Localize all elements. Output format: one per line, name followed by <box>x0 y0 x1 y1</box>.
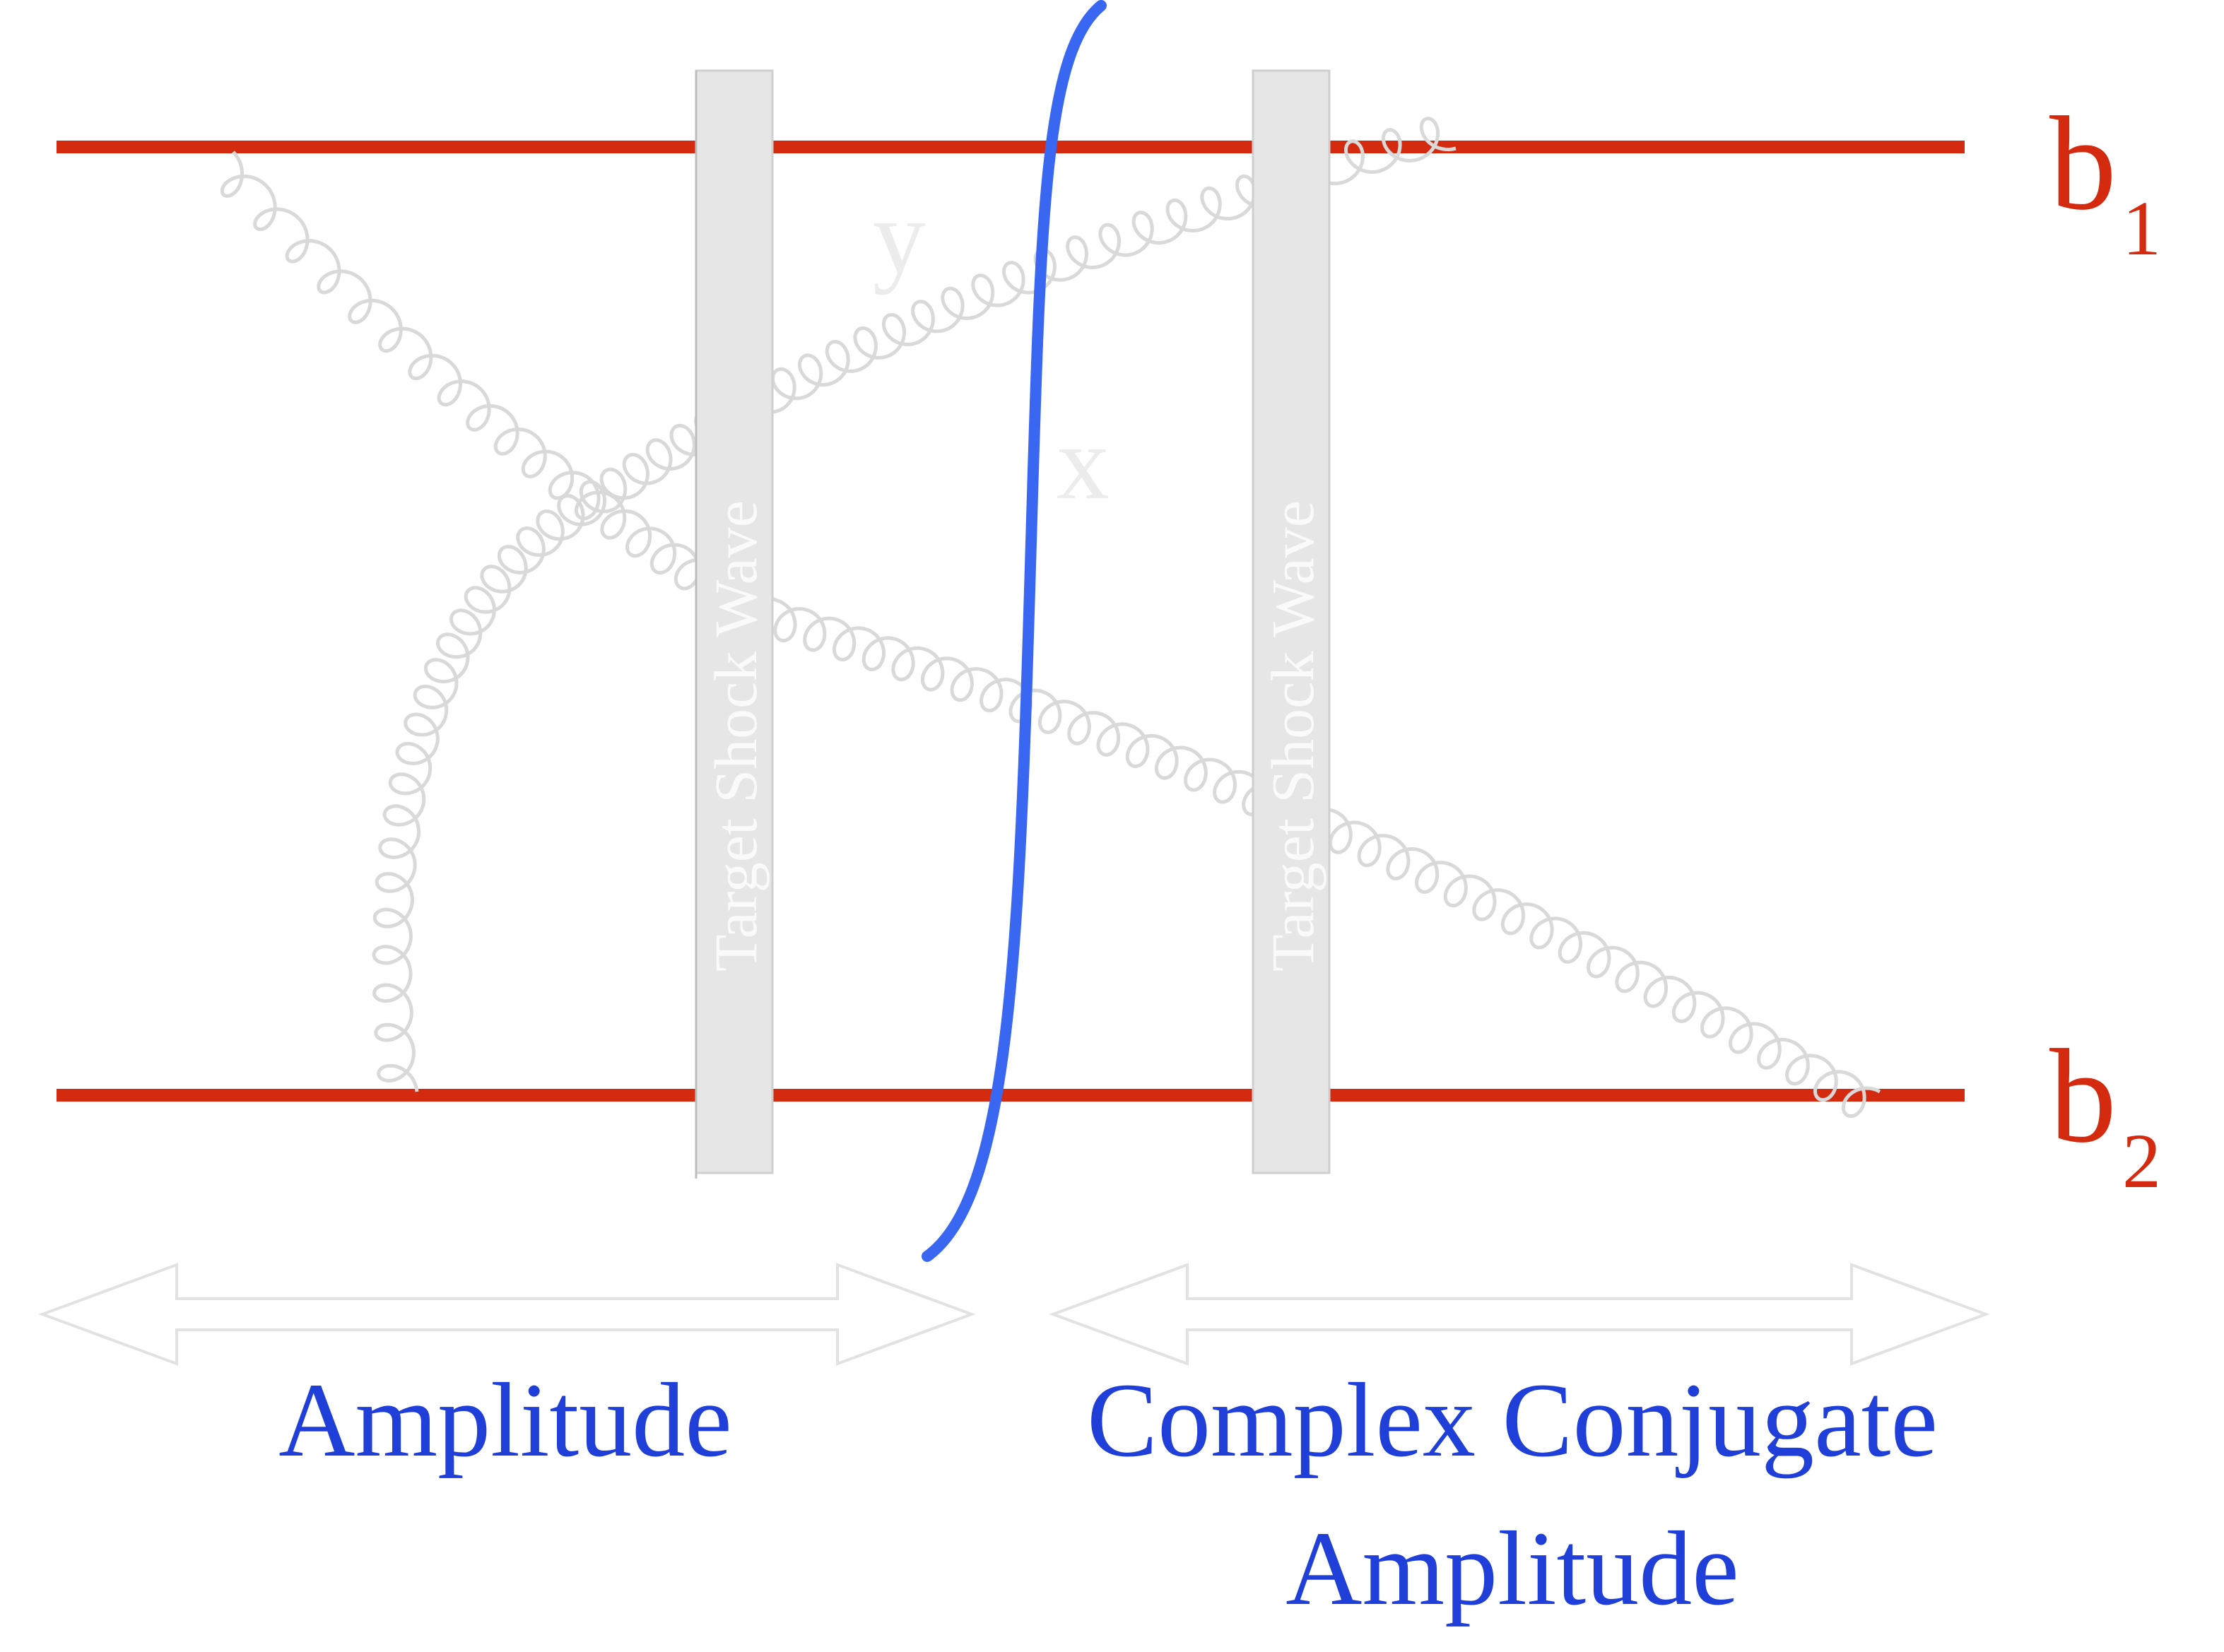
gluon-line-a <box>220 151 778 631</box>
gluon-line-d <box>372 480 616 1092</box>
label-b2: b2 <box>2049 1022 2161 1204</box>
gluon-line-b <box>773 598 1881 1119</box>
caption-conjugate-amplitude: Amplitude <box>1285 1510 1739 1627</box>
conjugate-arrow-icon <box>1049 1263 1990 1366</box>
shock-wave-right-label: Target Shock Wave <box>1259 500 1326 972</box>
shock-wave-left: Target Shock Wave <box>695 69 774 1179</box>
caption-complex-conjugate: Complex Conjugate <box>1087 1362 1938 1479</box>
shock-wave-left-label: Target Shock Wave <box>702 500 770 972</box>
gluon-lines <box>220 117 1881 1119</box>
cut-line <box>922 0 1107 1262</box>
vertex-label-y: y <box>873 178 926 295</box>
caption-amplitude: Amplitude <box>278 1362 732 1479</box>
shock-wave-right: Target Shock Wave <box>1252 69 1331 1174</box>
amplitude-arrow-icon <box>38 1263 976 1366</box>
label-b1: b1 <box>2049 90 2161 271</box>
vertex-label-x: x <box>1057 404 1110 521</box>
